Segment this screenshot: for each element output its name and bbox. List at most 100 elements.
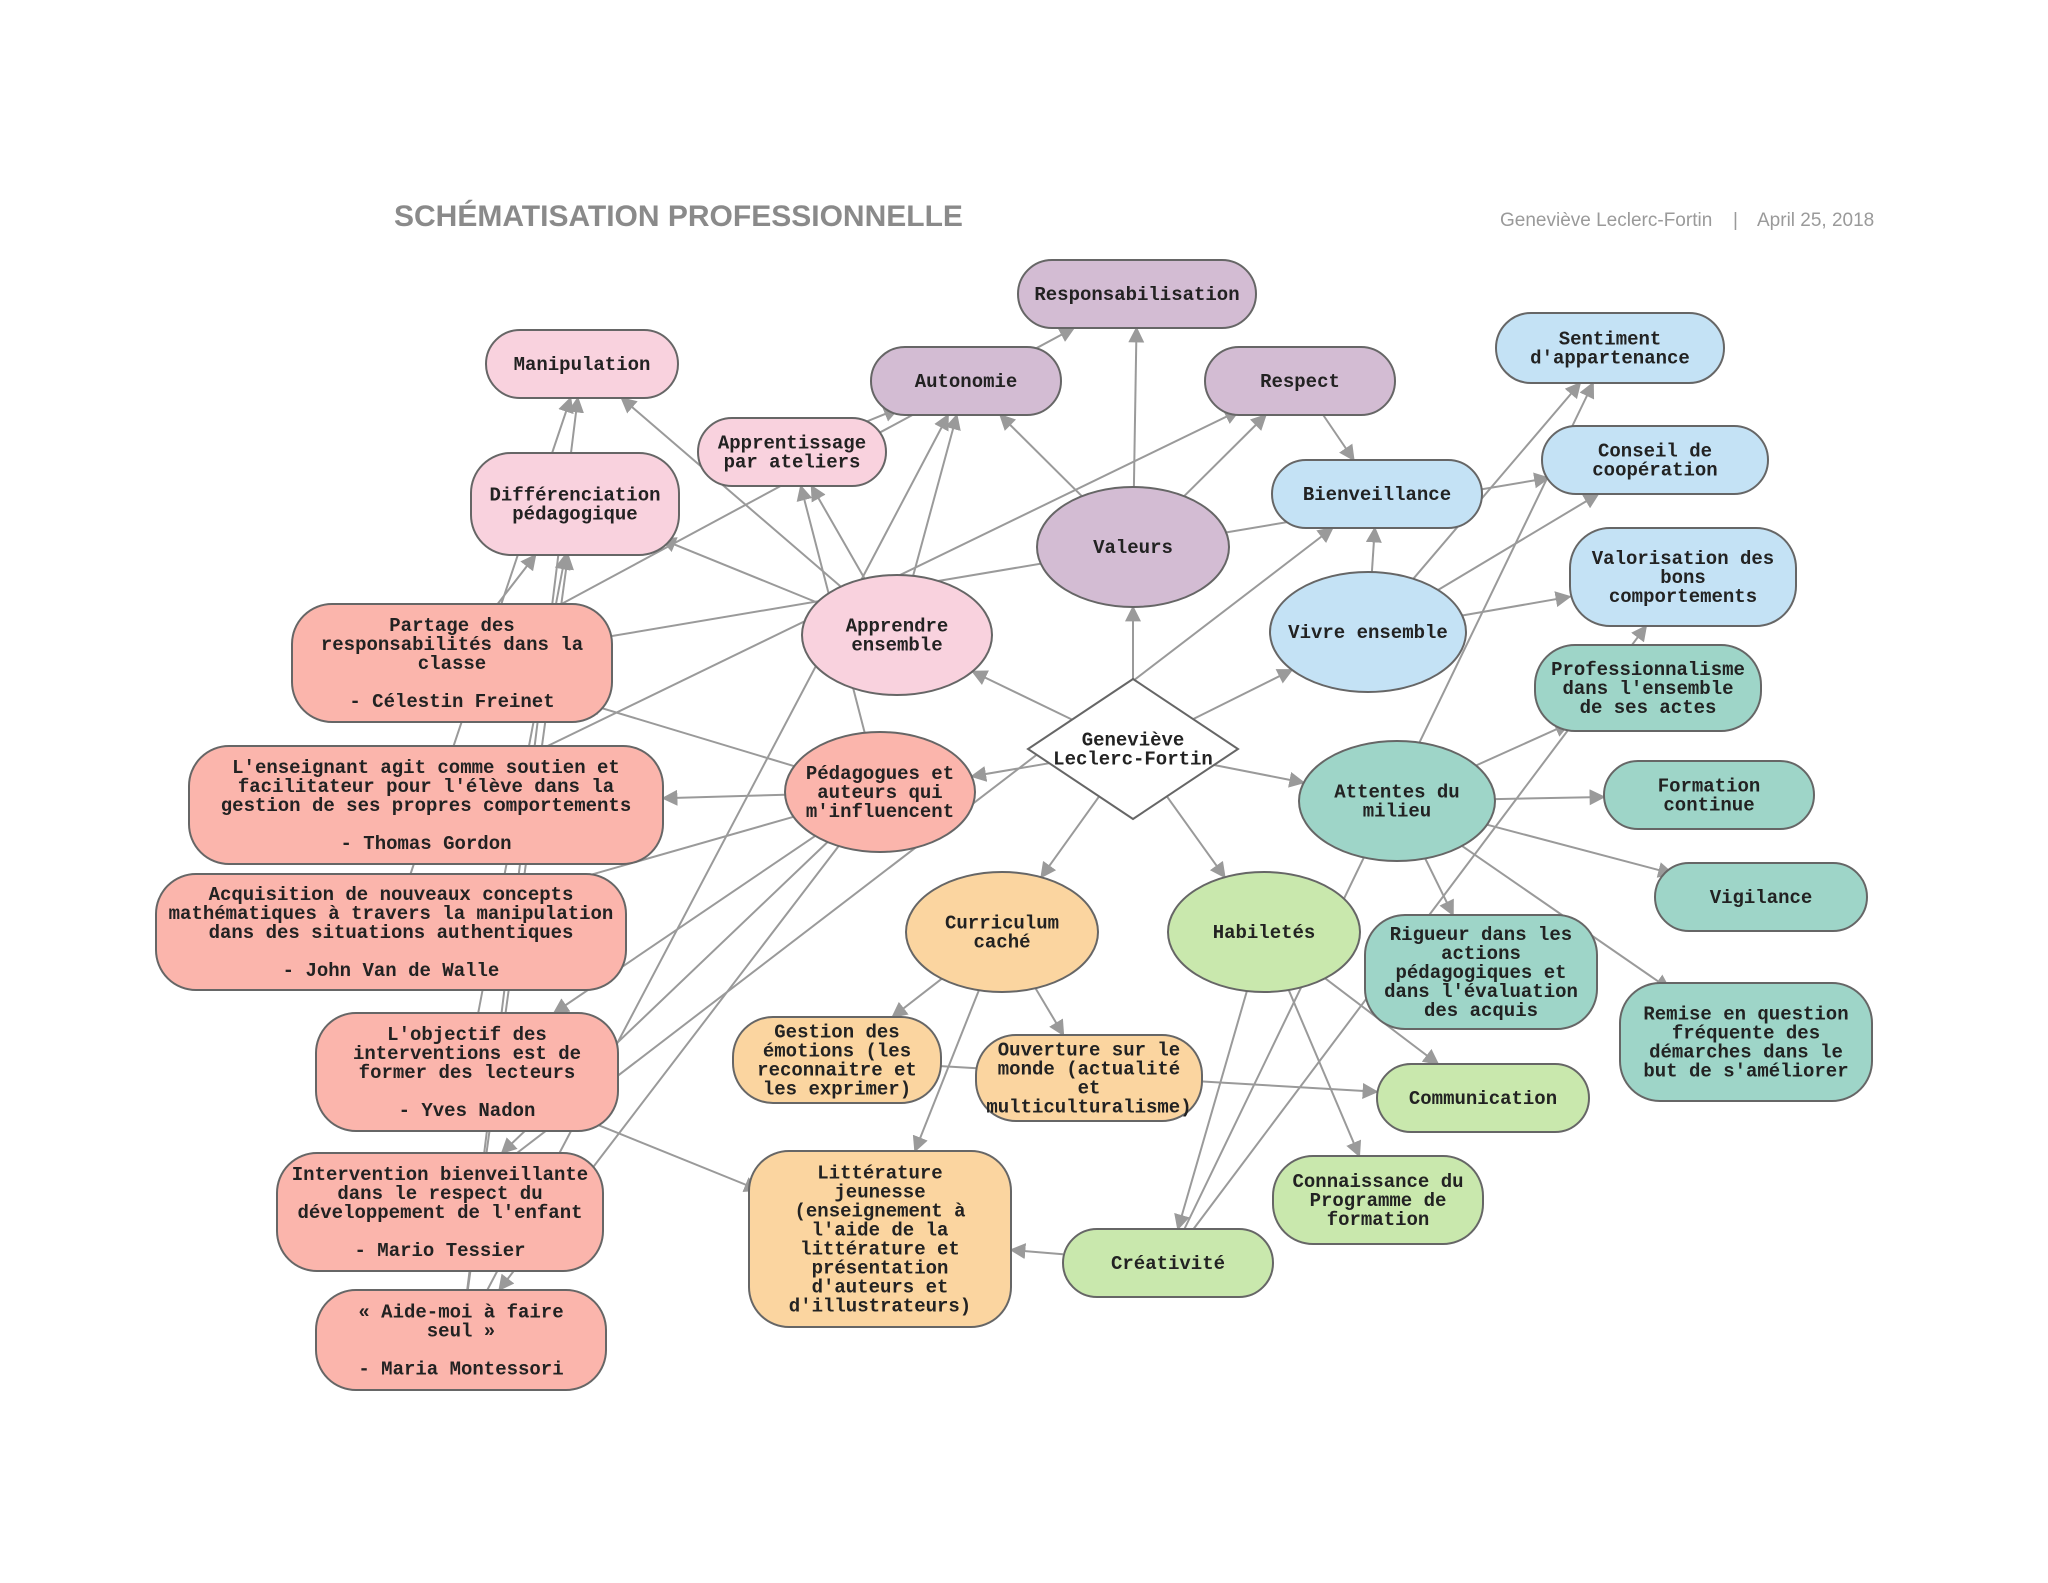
node-label-line: caché — [973, 932, 1030, 954]
node-label-vivre: Vivre ensemble — [1288, 622, 1448, 644]
edge-attentes-to-vigilance — [1486, 823, 1675, 878]
node-shape-professionnalisme — [1534, 644, 1762, 732]
node-label-respect: Respect — [1260, 371, 1340, 393]
node-label-line: Ouverture sur le — [998, 1040, 1180, 1062]
node-bienveillance[interactable]: Bienveillance — [1271, 459, 1483, 529]
edge-vivre-to-sentiment — [1412, 381, 1582, 580]
node-label-habiletes: Habiletés — [1213, 922, 1316, 944]
edge-valeurs-to-responsabilisation — [1128, 326, 1145, 488]
node-label-creativite: Créativité — [1111, 1253, 1225, 1275]
node-autonomie[interactable]: Autonomie — [870, 346, 1062, 416]
node-shape-manipulation — [485, 329, 679, 399]
node-shape-bienveillance — [1271, 459, 1483, 529]
node-responsabilisation[interactable]: Responsabilisation — [1017, 259, 1257, 329]
node-label-line: Professionnalisme — [1551, 659, 1745, 681]
node-label-line: jeunesse — [834, 1182, 925, 1204]
node-vivre[interactable]: Vivre ensemble — [1269, 571, 1467, 693]
page-title: SCHÉMATISATION PROFESSIONNELLE — [394, 199, 963, 233]
node-label-line: Leclerc-Fortin — [1053, 749, 1213, 771]
node-label-line: Responsabilisation — [1034, 284, 1239, 306]
node-label-line: classe — [418, 653, 486, 675]
node-shape-gestion — [732, 1016, 942, 1104]
node-label-line: dans l'ensemble — [1562, 678, 1733, 700]
node-label-line: d'auteurs et — [812, 1277, 949, 1299]
node-shape-communication — [1376, 1063, 1590, 1133]
header-separator: | — [1733, 210, 1738, 231]
node-label-line: L'objectif des — [387, 1024, 547, 1046]
edge-pedagogues-to-gordon — [661, 789, 786, 806]
node-creativite[interactable]: Créativité — [1062, 1228, 1274, 1298]
node-shape-gordon — [188, 745, 664, 865]
node-label-line: seul » — [427, 1321, 495, 1343]
node-label-line: Respect — [1260, 371, 1340, 393]
node-habiletes[interactable]: Habiletés — [1167, 871, 1361, 993]
node-manipulation[interactable]: Manipulation — [485, 329, 679, 399]
edge-attentes-to-rigueur — [1424, 858, 1454, 917]
node-shape-vandewalle — [155, 873, 627, 991]
node-vigilance[interactable]: Vigilance — [1654, 862, 1868, 932]
node-valeurs[interactable]: Valeurs — [1036, 486, 1230, 608]
node-shape-ouverture — [975, 1034, 1203, 1122]
node-label-line: Attentes du — [1334, 782, 1459, 804]
edge-habiletes-to-creativite — [1174, 990, 1248, 1231]
node-label-line: Créativité — [1111, 1253, 1225, 1275]
node-label-line: les exprimer) — [763, 1079, 911, 1101]
edge-vivre-to-bienveillance — [1365, 526, 1382, 573]
node-label-line: - Célestin Freinet — [349, 691, 554, 713]
node-label-line: Apprendre — [846, 616, 949, 638]
node-shape-litterature — [748, 1150, 1012, 1328]
node-label-line: former des lecteurs — [359, 1062, 576, 1084]
node-shape-nadon — [315, 1012, 619, 1132]
node-communication[interactable]: Communication — [1376, 1063, 1590, 1133]
node-respect[interactable]: Respect — [1204, 346, 1396, 416]
edge-apprendre-to-manipulation — [620, 396, 842, 588]
edge-montessori-to-autonomie — [486, 413, 949, 1291]
node-label-line: dans des situations authentiques — [209, 922, 574, 944]
node-label-line: multiculturalisme) — [986, 1097, 1191, 1119]
node-label-line: ensemble — [851, 635, 942, 657]
node-label-line: m'influencent — [806, 801, 954, 823]
node-shape-sentiment — [1495, 312, 1725, 384]
node-label-line: milieu — [1363, 801, 1431, 823]
node-label-line: dans l'évaluation — [1384, 981, 1578, 1003]
node-label-vigilance: Vigilance — [1710, 887, 1813, 909]
node-shape-vigilance — [1654, 862, 1868, 932]
node-label-line: - Yves Nadon — [399, 1100, 536, 1122]
node-label-line: Gestion des — [774, 1022, 899, 1044]
node-label-line: présentation — [812, 1258, 949, 1280]
node-shape-pedagogues — [784, 731, 976, 853]
node-shape-formation — [1603, 760, 1815, 830]
